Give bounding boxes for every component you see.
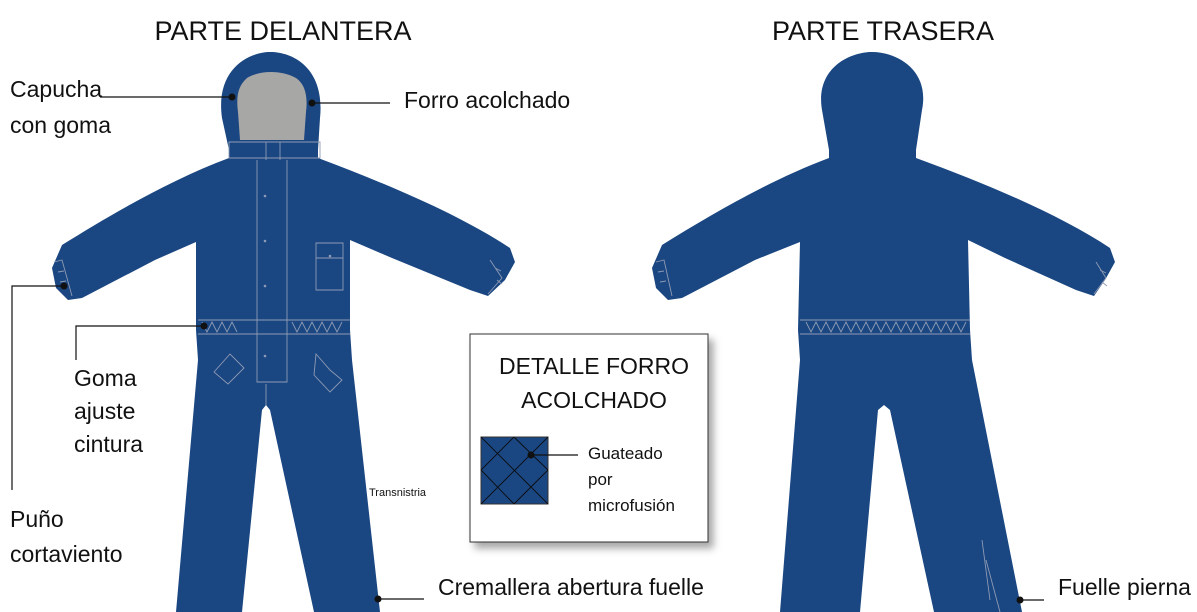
svg-text:con goma: con goma <box>10 112 111 138</box>
back-waistband <box>800 319 970 335</box>
quilt-pattern <box>481 437 548 504</box>
label-cuff: Puño <box>10 506 64 532</box>
detail-box: DETALLE FORRO ACOLCHADO Guateado por mic… <box>469 333 709 543</box>
svg-text:ACOLCHADO: ACOLCHADO <box>521 387 667 413</box>
front-coverall <box>52 52 515 612</box>
svg-text:microfusión: microfusión <box>588 496 675 515</box>
front-collar <box>228 141 321 159</box>
label-lining: Forro acolchado <box>404 87 570 113</box>
front-cuff-right <box>487 259 503 295</box>
svg-text:ajuste: ajuste <box>74 398 135 424</box>
chest-pocket <box>315 242 344 291</box>
front-button <box>263 354 267 358</box>
svg-text:cintura: cintura <box>74 431 143 457</box>
front-button <box>263 194 267 198</box>
front-title: PARTE DELANTERA <box>154 16 411 46</box>
label-waist: Goma <box>74 365 137 391</box>
detail-box-title: DETALLE FORRO <box>499 353 689 379</box>
label-hood: Capucha <box>10 76 102 102</box>
front-cuff-left <box>53 259 73 297</box>
back-title: PARTE TRASERA <box>772 16 994 46</box>
front-body-shape <box>52 52 515 612</box>
waist-leader <box>75 325 204 360</box>
back-coverall <box>652 52 1115 612</box>
back-body-shape <box>652 52 1115 612</box>
cuff-leader <box>11 285 64 490</box>
back-cuff-left <box>655 259 673 297</box>
front-waistband <box>198 319 350 335</box>
front-placket <box>256 160 288 383</box>
front-hip-pocket-right <box>313 352 343 393</box>
front-hip-pocket-left <box>213 353 245 385</box>
svg-text:por: por <box>588 470 613 489</box>
front-button <box>263 239 267 243</box>
label-zipper: Cremallera abertura fuelle <box>438 574 704 600</box>
leg-gusset <box>981 539 1001 612</box>
front-hood-lining <box>237 72 307 140</box>
back-cuff-right <box>1093 261 1108 295</box>
svg-text:cortaviento: cortaviento <box>10 541 123 567</box>
swatch-label: Guateado <box>588 444 663 463</box>
label-leg-gusset: Fuelle pierna <box>1058 574 1191 600</box>
front-button <box>263 284 267 288</box>
watermark-text: Transnistria <box>369 487 427 499</box>
